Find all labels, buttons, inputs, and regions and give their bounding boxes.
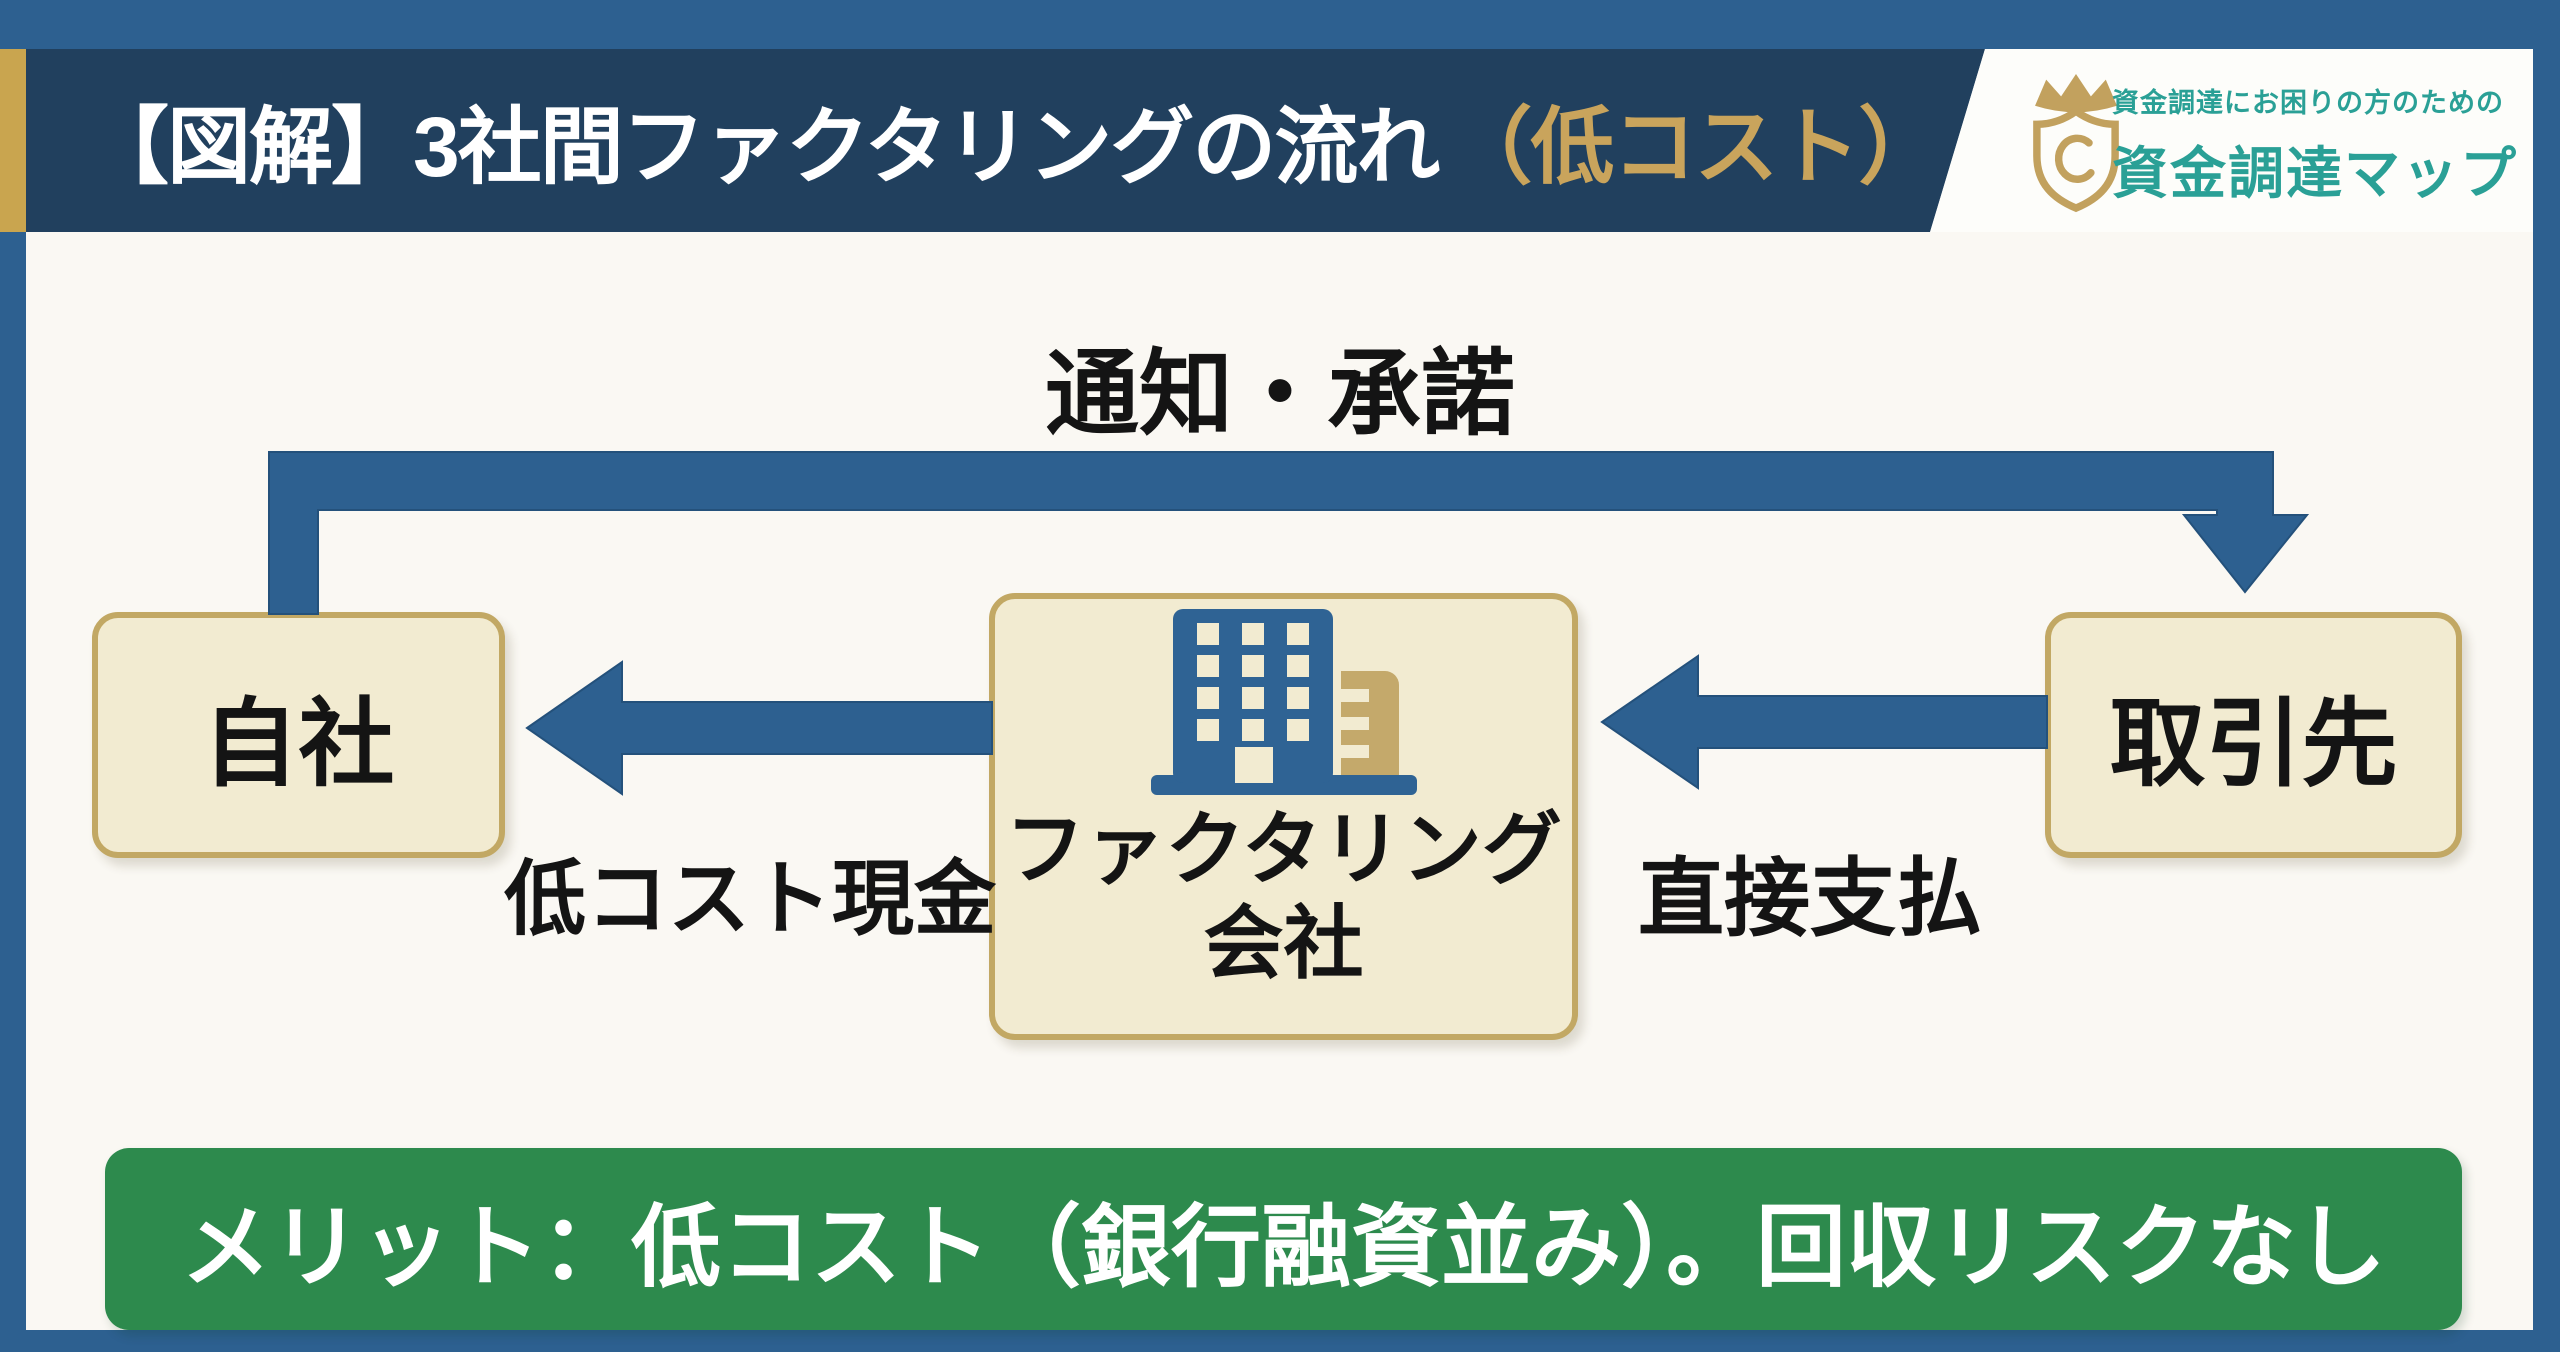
client-node: 取引先 [2045, 612, 2462, 858]
office-building-icon [1150, 609, 1417, 795]
factoring-company-label-line1: ファクタリング [1005, 805, 1562, 894]
page-title-accent: （低コスト） [1448, 100, 1942, 194]
top-arrow-label: 通知・承諾 [1044, 341, 1515, 446]
header-gold-accent-bar [0, 49, 26, 232]
logo-tagline: 資金調達にお困りの方のための [2112, 88, 2504, 118]
merit-banner: メリット：低コスト（銀行融資並み）。回収リスクなし [105, 1148, 2462, 1330]
page-title-main: 【図解】3社間ファクタリングの流れ [85, 100, 1440, 194]
logo-brand: 資金調達マップ [2112, 142, 2518, 205]
factoring-company-label-line2: 会社 [1203, 898, 1364, 988]
crown-shield-icon [2033, 74, 2119, 213]
factoring-company-node: ファクタリング 会社 [989, 593, 1578, 1040]
direct-payment-arrow [1600, 654, 2048, 790]
header-band [26, 49, 1985, 232]
notify-consent-arrow [268, 451, 2310, 615]
own-company-label: 自社 [202, 690, 395, 798]
right-arrow-label: 直接支払 [1638, 851, 1982, 947]
factoring-company-label: ファクタリング 会社 [1005, 803, 1562, 990]
page-title: 【図解】3社間ファクタリングの流れ （低コスト） [85, 49, 1942, 232]
logo-text: 資金調達にお困りの方のための 資金調達マップ [2112, 81, 2518, 210]
cash-payout-arrow [525, 660, 993, 796]
left-arrow-label: 低コスト現金 [503, 854, 996, 945]
client-label: 取引先 [2109, 690, 2398, 798]
logo-panel: 資金調達にお困りの方のための 資金調達マップ [1930, 49, 2533, 232]
merit-banner-text: メリット：低コスト（銀行融資並み）。回収リスクなし [181, 1198, 2386, 1298]
